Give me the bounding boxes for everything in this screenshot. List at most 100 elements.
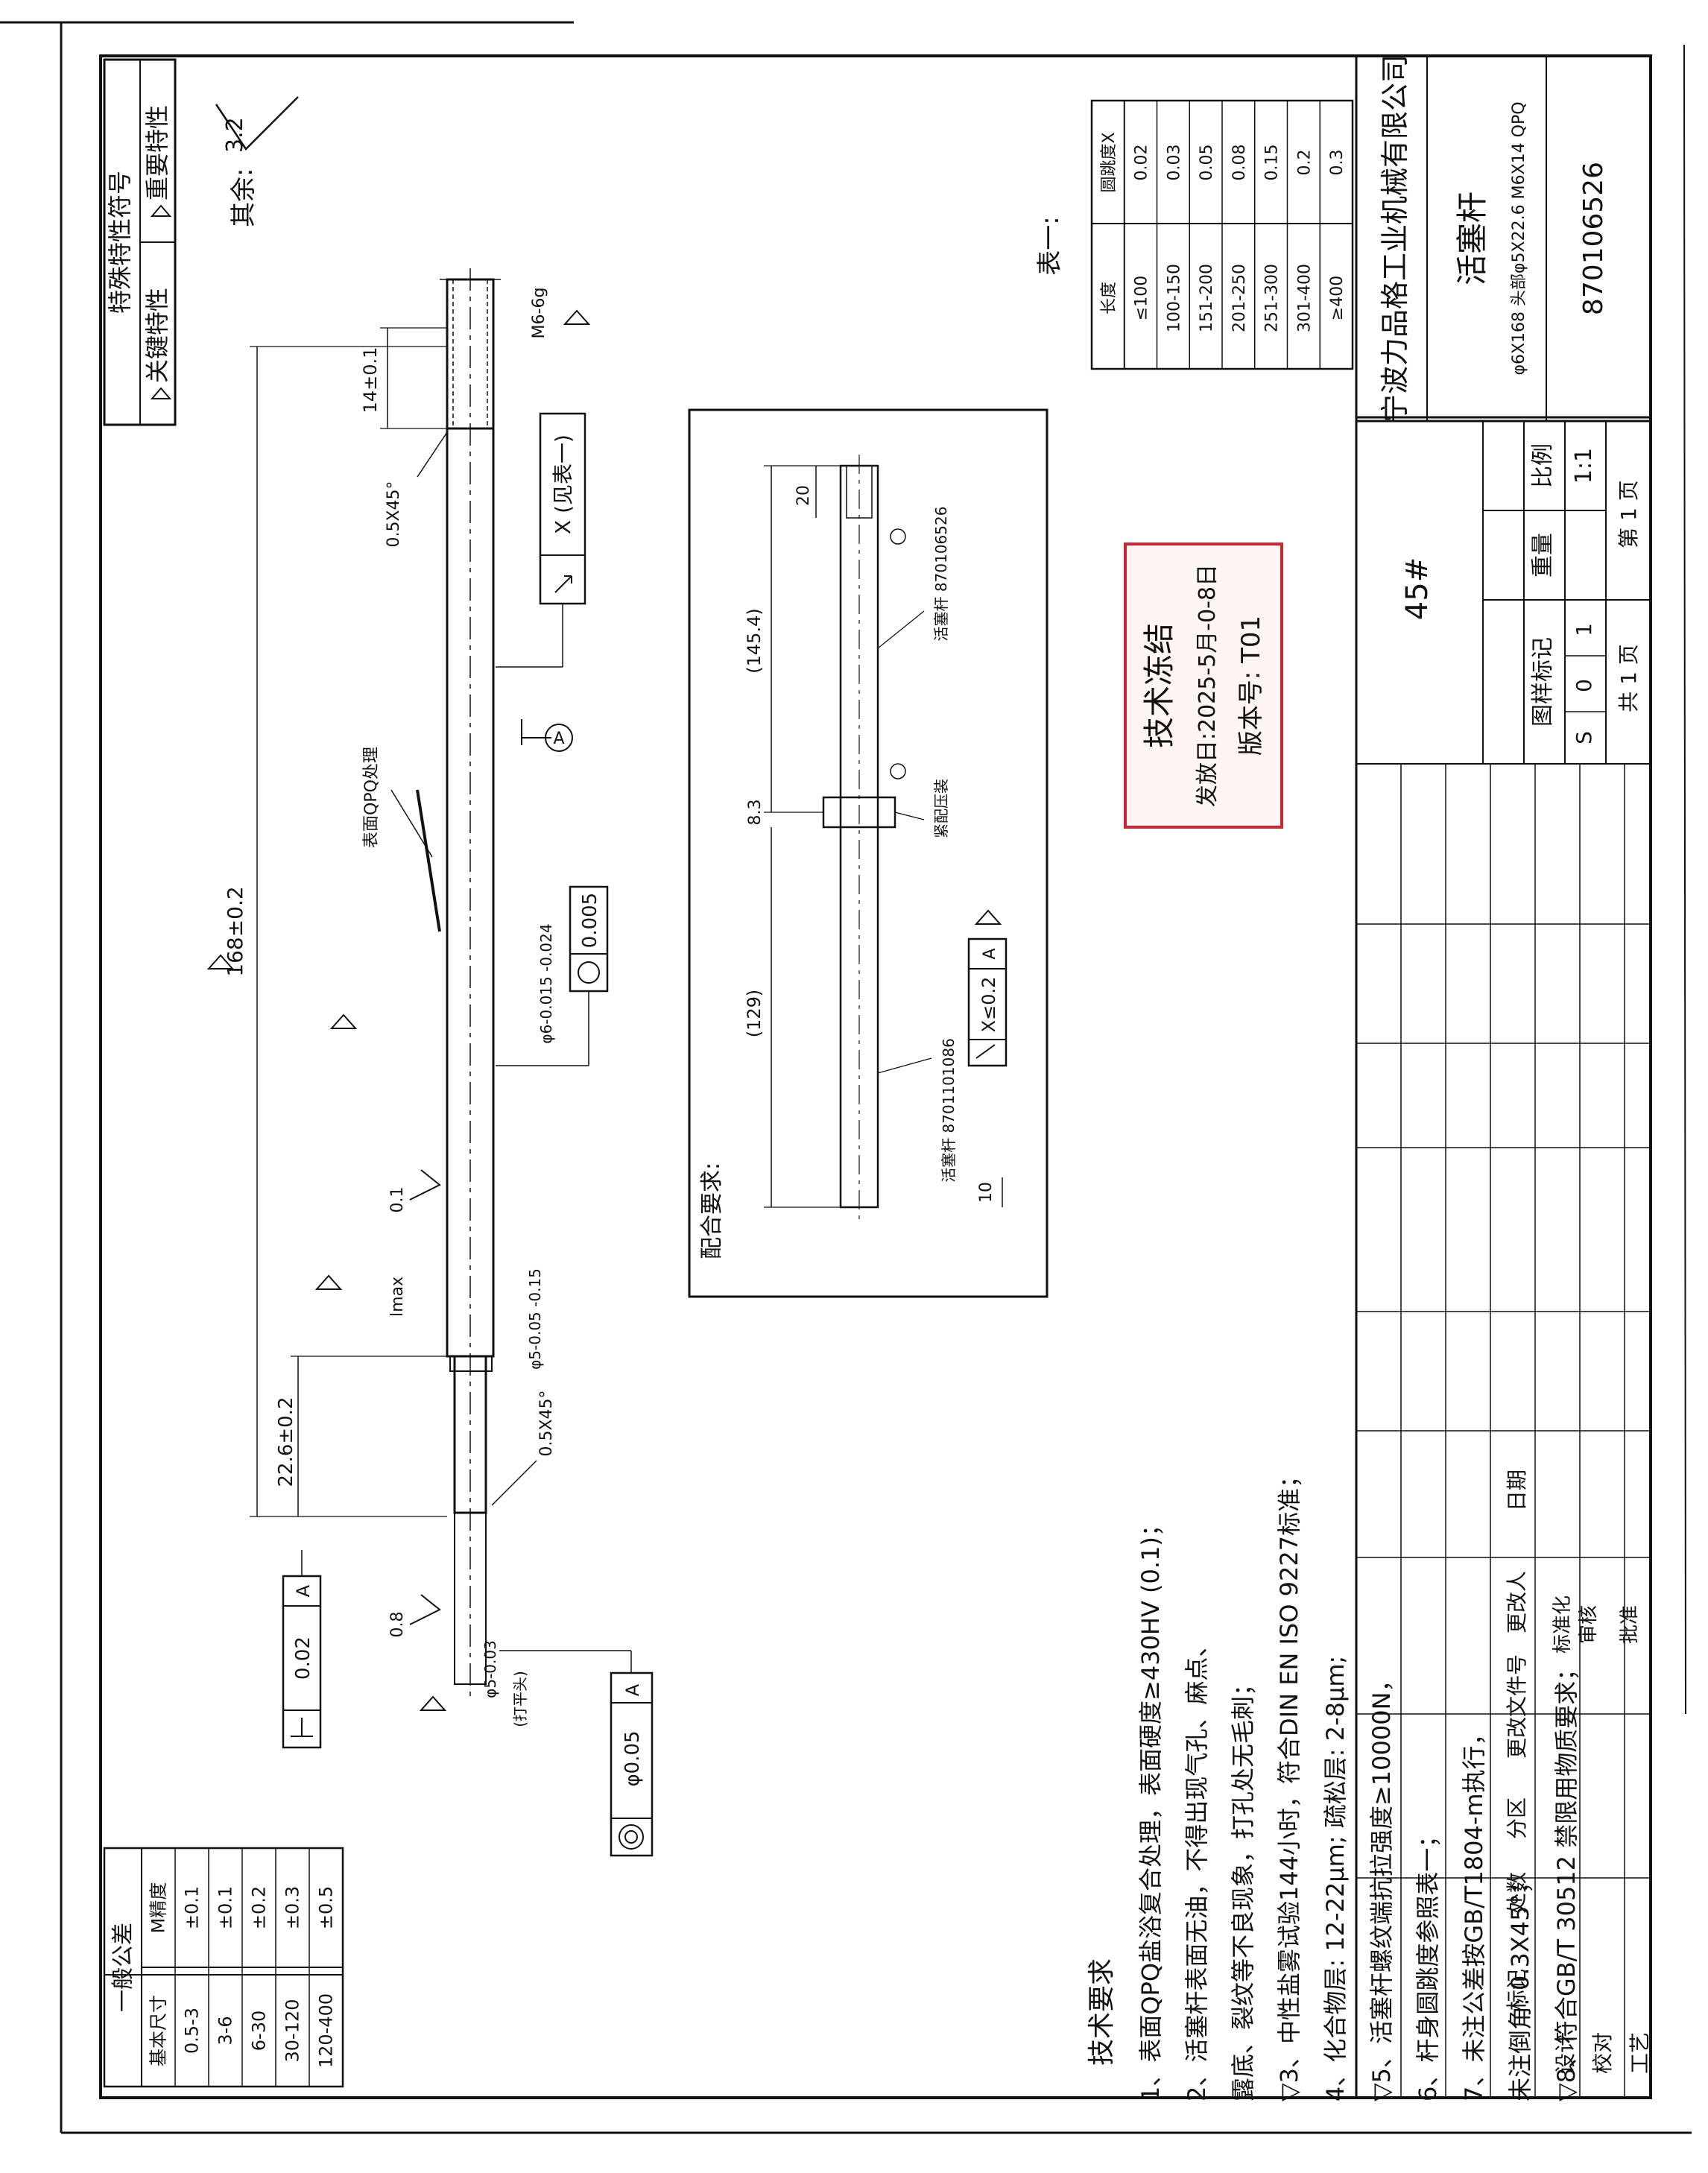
- change-header: 更改文件号: [1505, 1654, 1529, 1759]
- mark-3: S: [1572, 731, 1596, 744]
- important-char-label: 重要特性: [143, 105, 171, 200]
- stamp-line2: 发放日:2025-5月-0-8日: [1195, 564, 1221, 807]
- table1-length: ≤100: [1133, 276, 1151, 320]
- gdt-coax-frame: φ0.05 A: [499, 1650, 654, 1857]
- part-name: 活塞杆: [1454, 192, 1490, 285]
- table1: 表一: 长度圆跳度X≤1000.02100-1500.03151-2000.05…: [1035, 99, 1354, 370]
- flat-note: (打平头): [511, 1671, 529, 1727]
- role-label: 设计: [1553, 2032, 1578, 2074]
- critical-mark-icon: [314, 1274, 343, 1290]
- company-name: 宁波力品格工业机械有限公司: [1379, 54, 1411, 423]
- dim-dia-step: φ5-0.05 -0.15: [526, 1268, 544, 1370]
- tech-req-item: 1、表面QPQ盐浴复合处理，表面硬度≥430HV (0.1)；: [1136, 1513, 1165, 2101]
- tech-req-item: ▽8、符合GB/T 30512 禁限用物质要求；: [1552, 1657, 1581, 2101]
- part-spec: φ6X168 头部φ5X22.6 M6X14 QPQ: [1510, 101, 1528, 375]
- change-header: 分区: [1505, 1797, 1529, 1839]
- table1-runout: 0.08: [1230, 145, 1249, 181]
- assembly-title: 配合要求:: [699, 1163, 725, 1259]
- critical-mark-icon: [329, 1013, 358, 1029]
- gen-tol-value: ±0.5: [316, 1886, 337, 1929]
- approval-stamp: 技术冻结 发放日:2025-5月-0-8日 版本号: T01: [1124, 543, 1283, 829]
- tech-req-item: 7、未注公差按GB/T1804-m执行，: [1460, 1721, 1488, 2101]
- table1-title: 表一:: [1035, 216, 1065, 275]
- role-label: 工艺: [1628, 2032, 1652, 2074]
- tech-req-item: ▽5、活塞杆螺纹端抗拉强度≥10000N，: [1367, 1668, 1396, 2101]
- table1-runout: 0.3: [1328, 150, 1347, 176]
- assembly-dim-129: (129): [744, 990, 765, 1038]
- general-tolerance-table: 一般公差 基本尺寸M精度0.5-3±0.13-6±0.16-30±0.230-1…: [103, 1847, 344, 2088]
- assembly-datum-marker: [890, 763, 906, 779]
- gen-tol-title: 一般公差: [110, 1923, 136, 2012]
- critical-mark-icon: [419, 1695, 447, 1711]
- assembly-dim-10: 10: [977, 1182, 996, 1203]
- mark-header: 图样标记: [1530, 637, 1556, 727]
- roughness-rest: 其余: 3.2: [215, 96, 299, 227]
- tech-req-item: 2、活塞杆表面无油，不得出现气孔、麻点、: [1183, 1633, 1211, 2101]
- stamp-line3: 版本号: T01: [1236, 616, 1266, 756]
- review-label: 审核: [1578, 1605, 1600, 1644]
- roughness-0.8: 0.8: [388, 1612, 407, 1638]
- table1-runout: 0.02: [1133, 145, 1151, 181]
- role-label: 校对: [1590, 2032, 1615, 2074]
- tech-req-item: 6、杆身圆跳度参照表一；: [1414, 1824, 1442, 2101]
- table1-runout: 0.05: [1198, 145, 1216, 181]
- gen-tol-size: 0.5-3: [182, 2008, 203, 2054]
- runout-arrow-icon: [975, 1044, 996, 1059]
- gen-tol-size: 6-30: [249, 2011, 270, 2051]
- perp-value: 0.02: [292, 1636, 314, 1680]
- assembly-label-top: 活塞杆 870106526: [932, 507, 950, 642]
- change-header: 更改人: [1505, 1571, 1529, 1633]
- roughness-symbol-icon: [215, 96, 299, 151]
- table1-length: ≥400: [1328, 276, 1347, 320]
- table1-header: 圆跳度X: [1100, 132, 1119, 192]
- assembly-datum: A: [981, 948, 999, 959]
- page-number: 第 1 页: [1616, 480, 1641, 548]
- perpendicular-icon: [291, 1718, 313, 1737]
- change-header: 处数: [1505, 1872, 1529, 1914]
- roundness-value: 0.005: [579, 893, 601, 948]
- important-triangle-icon: [150, 204, 172, 217]
- change-header: 标记: [1505, 1969, 1529, 2011]
- table1-runout: 0.2: [1295, 150, 1314, 176]
- special-char-title: 特殊特性符号: [106, 171, 134, 314]
- chamfer-top: 0.5X45°: [385, 481, 403, 547]
- dim-dia-main: φ6-0.015 -0.024: [537, 923, 555, 1043]
- assembly-dim-8.3: 8.3: [746, 800, 765, 826]
- mark-1: 1: [1572, 623, 1596, 636]
- assembly-dim-145: (145.4): [744, 608, 765, 673]
- runout-value: X (见表一): [551, 434, 575, 534]
- roughness-0.8-icon: [409, 1594, 441, 1625]
- assembly-press-label: 紧配压装: [932, 779, 950, 838]
- concentricity-icon: [619, 1824, 644, 1850]
- perp-datum: A: [293, 1584, 314, 1597]
- coax-datum: A: [622, 1683, 643, 1696]
- gen-tol-value: ±0.1: [215, 1886, 236, 1929]
- right-margin-line: [1683, 44, 1686, 1715]
- weight-header: 重量: [1530, 533, 1556, 578]
- gen-tol-value: ±0.3: [282, 1886, 303, 1929]
- coax-value: φ0.05: [621, 1730, 644, 1786]
- chamfer-bottom: 0.5X45°: [537, 1390, 556, 1456]
- tech-req-item: 未注倒角: 0.3X45°；: [1506, 1870, 1534, 2102]
- scale-header: 比例: [1530, 443, 1556, 488]
- table1-length: 301-400: [1295, 264, 1314, 332]
- surface-note: 表面QPQ处理: [362, 747, 381, 848]
- material: 45#: [1400, 557, 1435, 620]
- scale-value: 1:1: [1571, 448, 1597, 484]
- table1-length: 100-150: [1165, 264, 1183, 332]
- gdt-roundness-frame: 0.005: [496, 885, 609, 1066]
- assembly-runout: X≤0.2: [978, 977, 999, 1033]
- roughness-0.1-icon: [409, 1169, 441, 1201]
- main-dimensions: 168±0.2 14±0.1 22.6±0.2 M6-6g φ6-0.015 -…: [206, 288, 591, 1727]
- critical-mark-icon: [206, 954, 235, 970]
- gen-tol-value: ±0.2: [249, 1886, 270, 1929]
- assembly-datum-marker: [890, 528, 906, 545]
- assembly-gdt-frame: [967, 937, 1008, 1067]
- gdt-runout-frame: X (见表一): [496, 412, 586, 668]
- table1-runout: 0.03: [1165, 145, 1183, 181]
- part-number: 870106526: [1578, 162, 1609, 315]
- change-header: 日期: [1505, 1470, 1529, 1511]
- table1-length: 201-250: [1230, 264, 1249, 332]
